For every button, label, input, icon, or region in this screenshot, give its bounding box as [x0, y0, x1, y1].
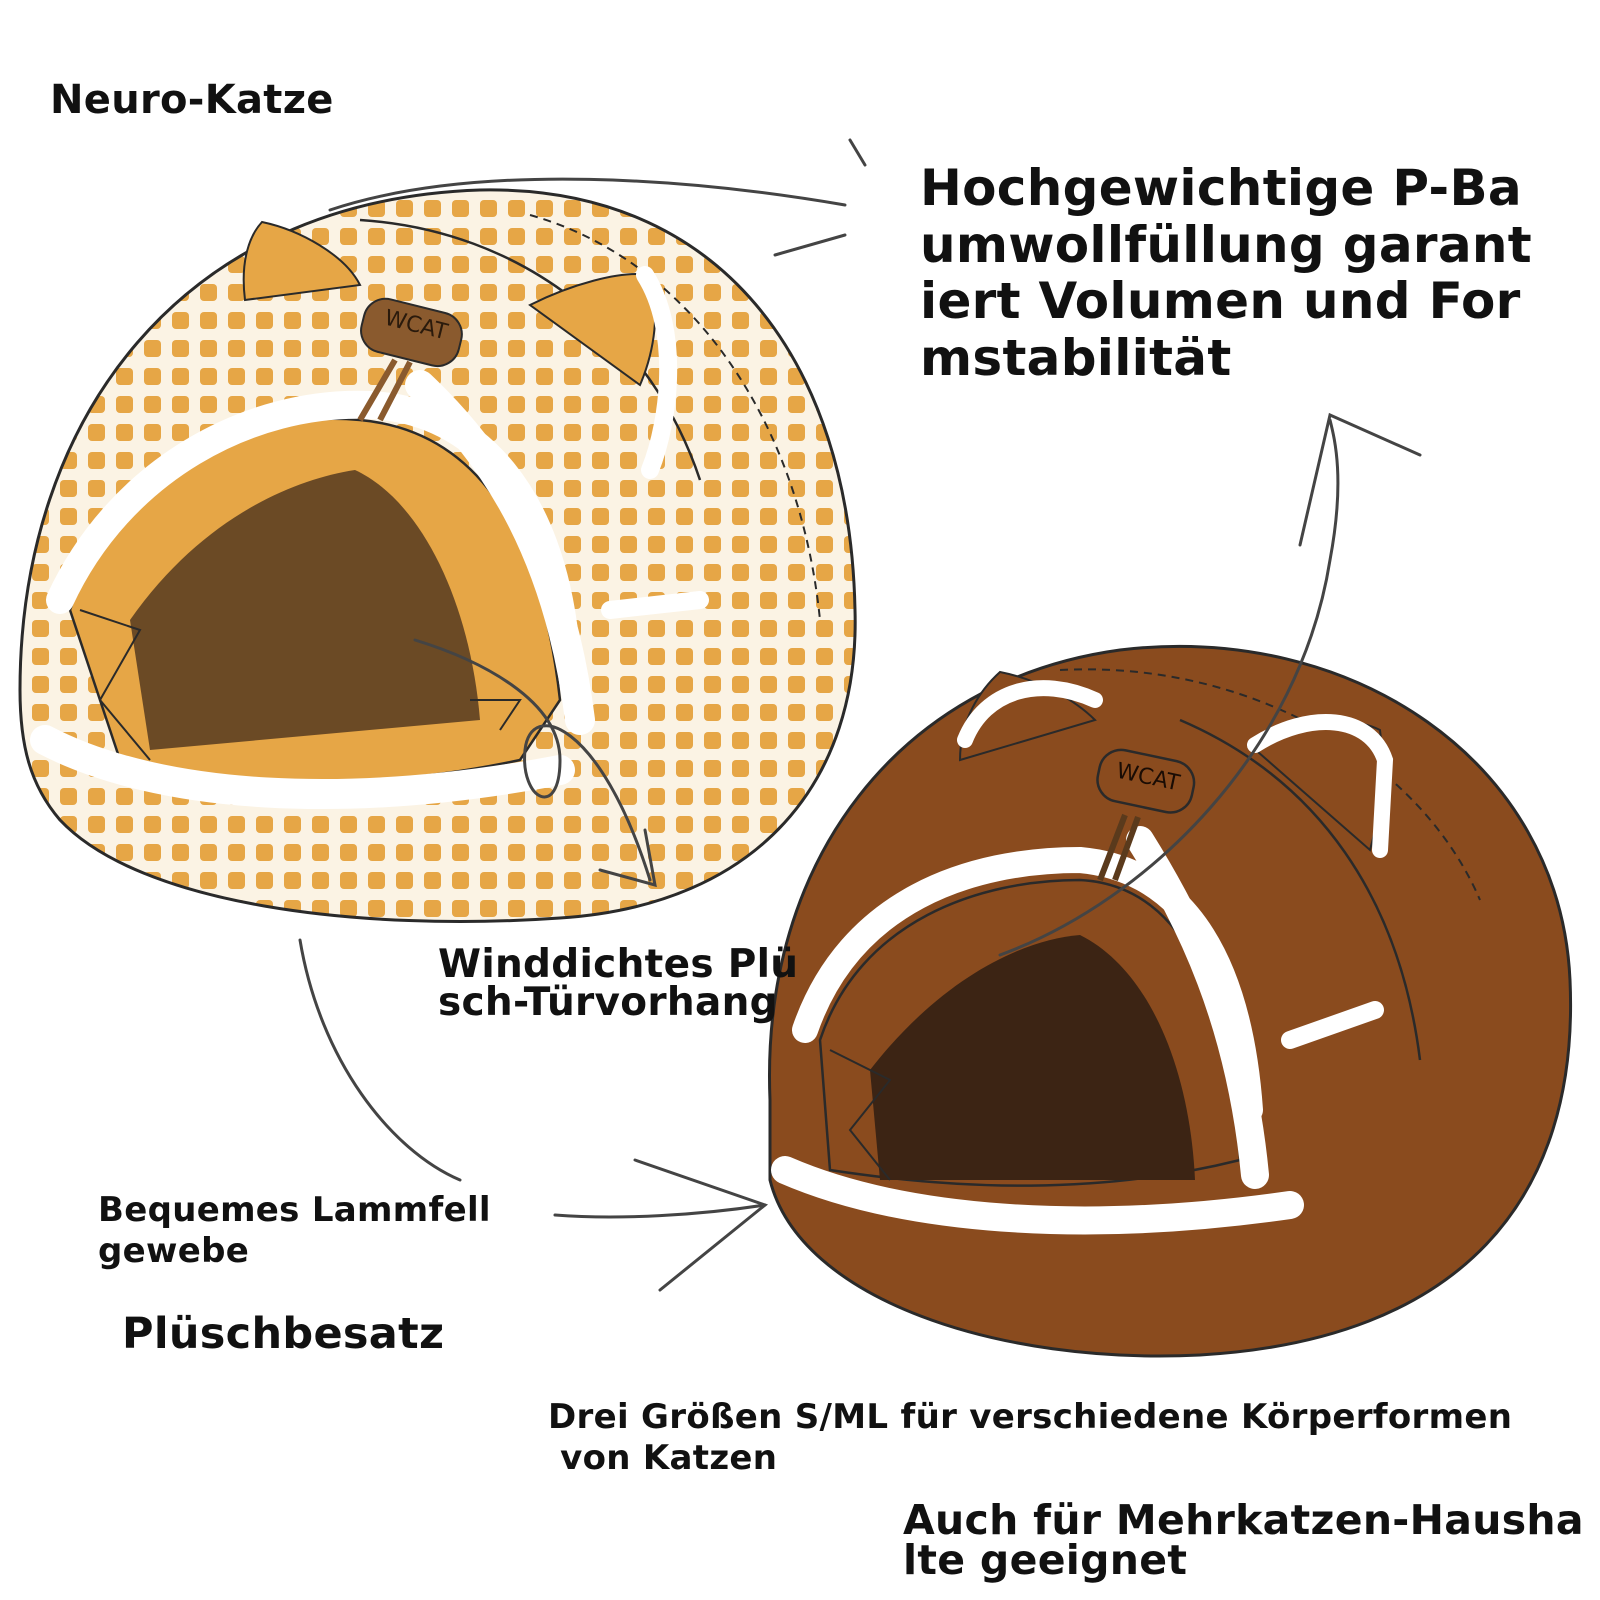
feature-sizes: Drei Größen S/ML für verschiedene Körper… — [548, 1397, 1513, 1479]
feature-door-curtain: Winddichtes Plü sch-Türvorhang — [438, 942, 799, 1026]
feature-lambswool-fabric: Bequemes Lammfell gewebe — [98, 1190, 491, 1272]
sketch-arrows — [298, 138, 1422, 1292]
feature-multi-cat: Auch für Mehrkatzen-Hausha lte geeignet — [903, 1496, 1584, 1585]
feature-plush-trim: Plüschbesatz — [122, 1309, 445, 1359]
logo-badge — [360, 297, 463, 368]
logo-badge — [1096, 748, 1196, 814]
cat-house-brown — [768, 644, 1573, 1358]
brand-name: Neuro-Katze — [50, 77, 334, 123]
cat-house-plaid — [18, 188, 857, 924]
ear-icon — [242, 220, 362, 302]
feature-filling: Hochgewichtige P-Ba umwollfüllung garant… — [920, 159, 1532, 387]
